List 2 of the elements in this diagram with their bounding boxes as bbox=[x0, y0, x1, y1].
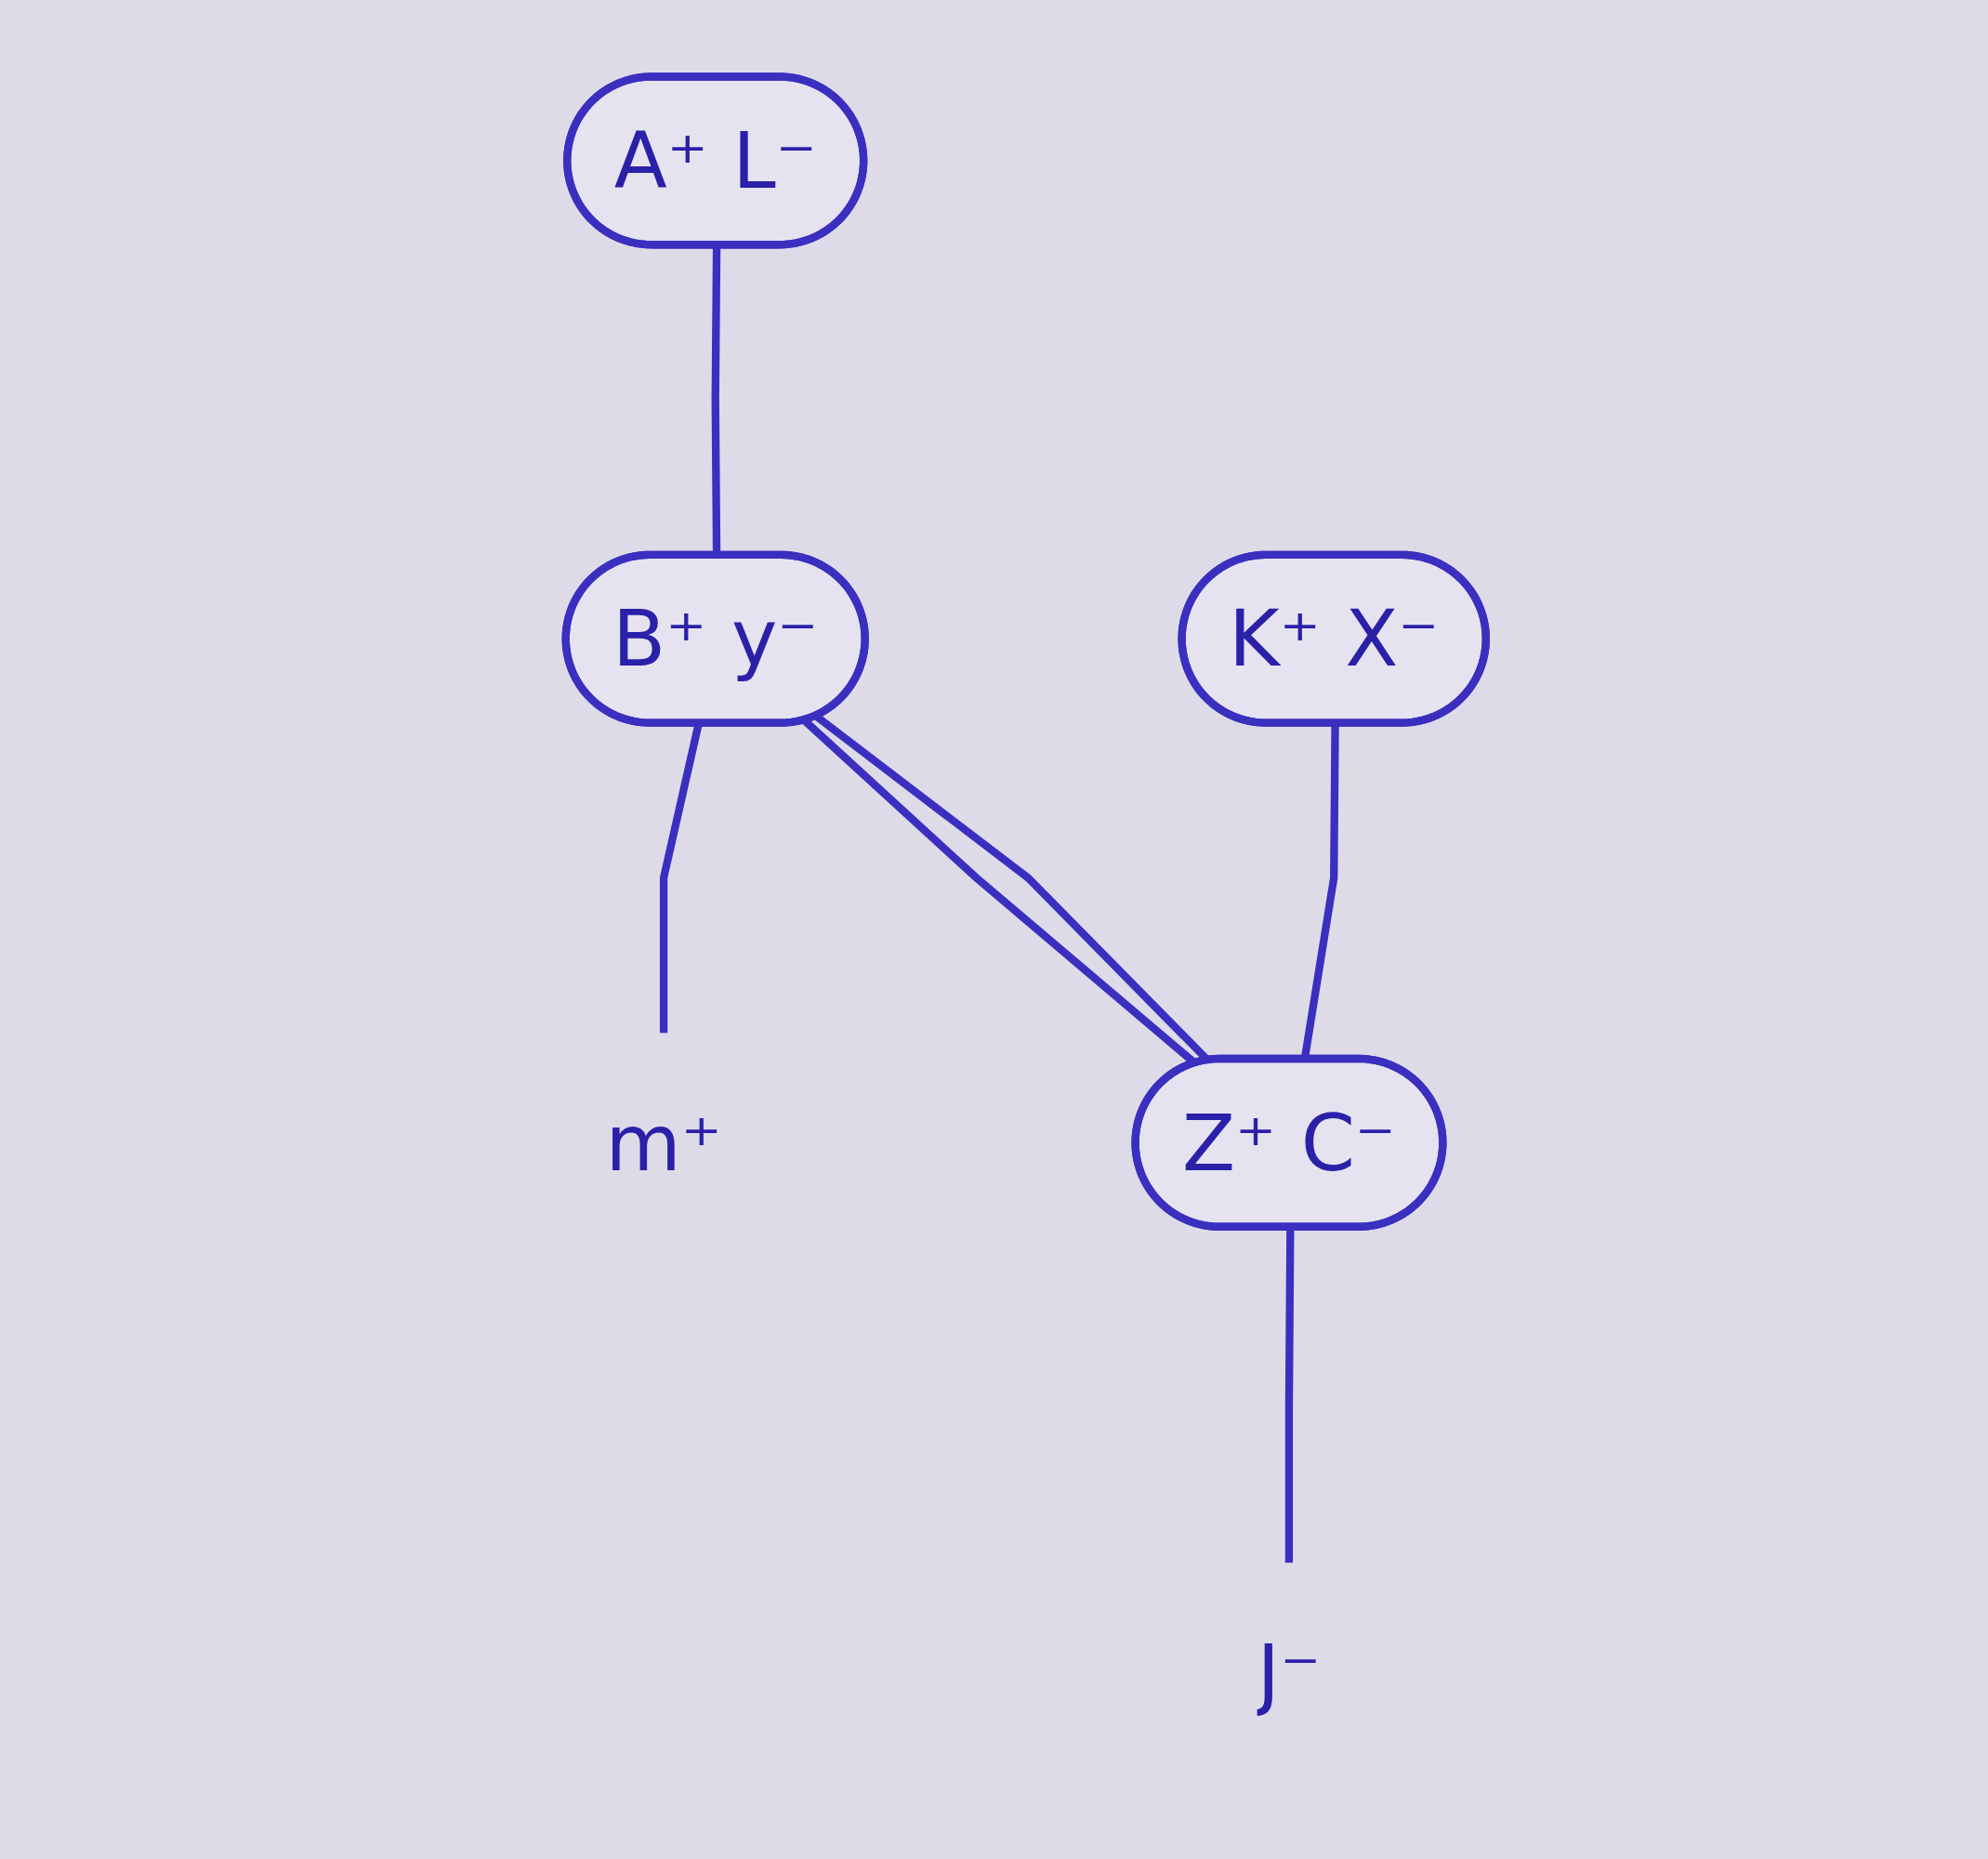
node-text: J⁻ bbox=[1257, 1627, 1322, 1719]
node-text: m⁺ bbox=[605, 1097, 722, 1189]
